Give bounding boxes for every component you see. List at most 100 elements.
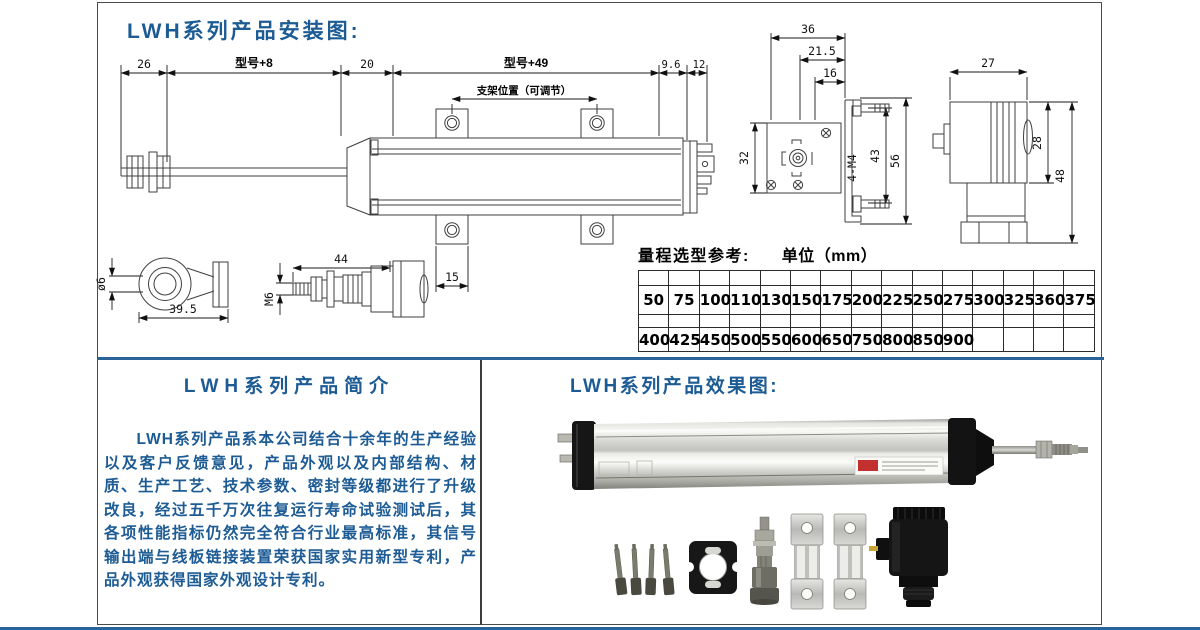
range-cell: 50 [637,285,670,315]
product-label [854,456,944,476]
dim-label-model49: 型号+49 [504,55,549,70]
range-cell: 110 [729,285,761,315]
dim-label-28: 28 [1030,136,1044,150]
accessory-swivel-joint [750,516,779,605]
connector-pin [557,433,575,443]
range-table-unit: 单位（mm） [781,248,878,265]
product-gallery [557,418,1088,610]
range-cell [850,270,883,286]
range-spacer-row [637,270,1095,286]
range-cell [911,270,943,286]
accessory-screws [614,543,675,596]
dim-label-16: 16 [823,66,837,80]
range-cell [637,270,670,286]
connector-pin [559,454,575,463]
dim-label-m6: M6 [262,292,276,306]
range-cell: 750 [850,327,883,352]
dim-label-bracket-pos: 支架位置（可调节） [476,84,572,97]
range-cell: 900 [941,327,974,352]
range-cell: 600 [789,327,822,352]
intro-panel-title: LWH系列产品简介 [183,376,395,397]
range-cell: 425 [668,327,701,352]
range-cell: 375 [1063,285,1096,315]
range-cell [1002,327,1035,352]
range-cell [820,270,852,286]
piston-rod [992,446,1038,454]
range-cell: 400 [637,327,670,352]
range-cell [1063,327,1095,352]
range-cell [637,314,670,328]
bottom-accent-bar [0,627,1200,630]
range-cell: 75 [668,285,700,315]
range-cell [729,270,761,286]
range-cell [668,270,700,286]
range-cell [759,270,791,286]
range-cell [1002,270,1035,286]
product-photo [557,418,1088,490]
installation-drawing: 26 型号+8 20 型号+49 9.6 12 支架位置（可调节） 15 [94,22,1078,323]
dim-label-dia6: ø6 [94,277,108,291]
dim-label-27: 27 [981,56,995,70]
range-cell: 325 [1002,285,1035,315]
rod-eye-drawing: ø6 39.5 [94,257,229,323]
range-cell: 130 [759,285,792,315]
range-cell [1063,314,1095,328]
swivel-joint-drawing: 44 M6 [262,252,429,318]
etched-wiring-mark [598,461,630,476]
side-view-drawing: 26 型号+8 20 型号+49 9.6 12 支架位置（可调节） 15 [120,55,715,292]
install-section-title: LWH系列产品安装图: [127,20,361,43]
range-cell [698,270,731,286]
range-cell [911,314,943,328]
dim-label-48: 48 [1053,169,1067,183]
range-cell: 225 [881,285,913,315]
range-cell [972,327,1004,352]
range-cell [789,270,822,286]
range-cell [1033,270,1065,286]
connector-end-view: 27 28 48 [932,56,1078,244]
section-divider [97,357,1104,360]
dim-label-15: 15 [445,270,459,284]
accessory-gasket-plate [684,541,742,594]
dim-label-36: 36 [801,22,815,36]
accessory-din-connector [869,507,948,607]
range-cell [972,314,1004,328]
intro-paragraph: LWH系列产品系本公司结合十余年的生产经验以及客户反馈意见，产品外观以及内部结构… [104,431,477,589]
dim-label-26: 26 [137,57,151,71]
range-cell [759,314,791,328]
etched-box-mark [636,460,653,476]
range-cell [941,270,974,286]
range-cell: 175 [820,285,853,315]
range-cell: 250 [911,285,944,315]
range-table-title: 量程选型参考: [638,248,750,265]
range-cell: 550 [759,327,792,352]
dim-label-44: 44 [334,252,348,266]
accessory-mounting-brackets [790,513,867,610]
dim-label-43: 43 [868,149,882,163]
range-cell: 800 [881,327,913,352]
range-cell: 300 [972,285,1005,315]
range-cell [941,314,974,328]
range-cell: 850 [911,327,944,352]
range-cell: 100 [698,285,731,315]
content-frame [97,2,1102,625]
range-cell [1033,314,1065,328]
range-cell [1063,270,1095,286]
range-spacer-row [637,314,1095,328]
range-cell: 150 [789,285,822,315]
range-cell [820,314,852,328]
range-cell: 650 [820,327,853,352]
dim-label-9-6: 9.6 [662,59,681,71]
range-table-header: 量程选型参考: 单位（mm） [638,242,877,266]
range-cell [850,314,883,328]
range-cell [1033,327,1065,352]
range-cell: 450 [698,327,731,352]
range-cell [729,314,761,328]
dim-label-39-5: 39.5 [169,302,197,316]
range-cell: 200 [850,285,883,315]
dim-label-model8: 型号+8 [235,55,273,70]
range-cell [789,314,822,328]
